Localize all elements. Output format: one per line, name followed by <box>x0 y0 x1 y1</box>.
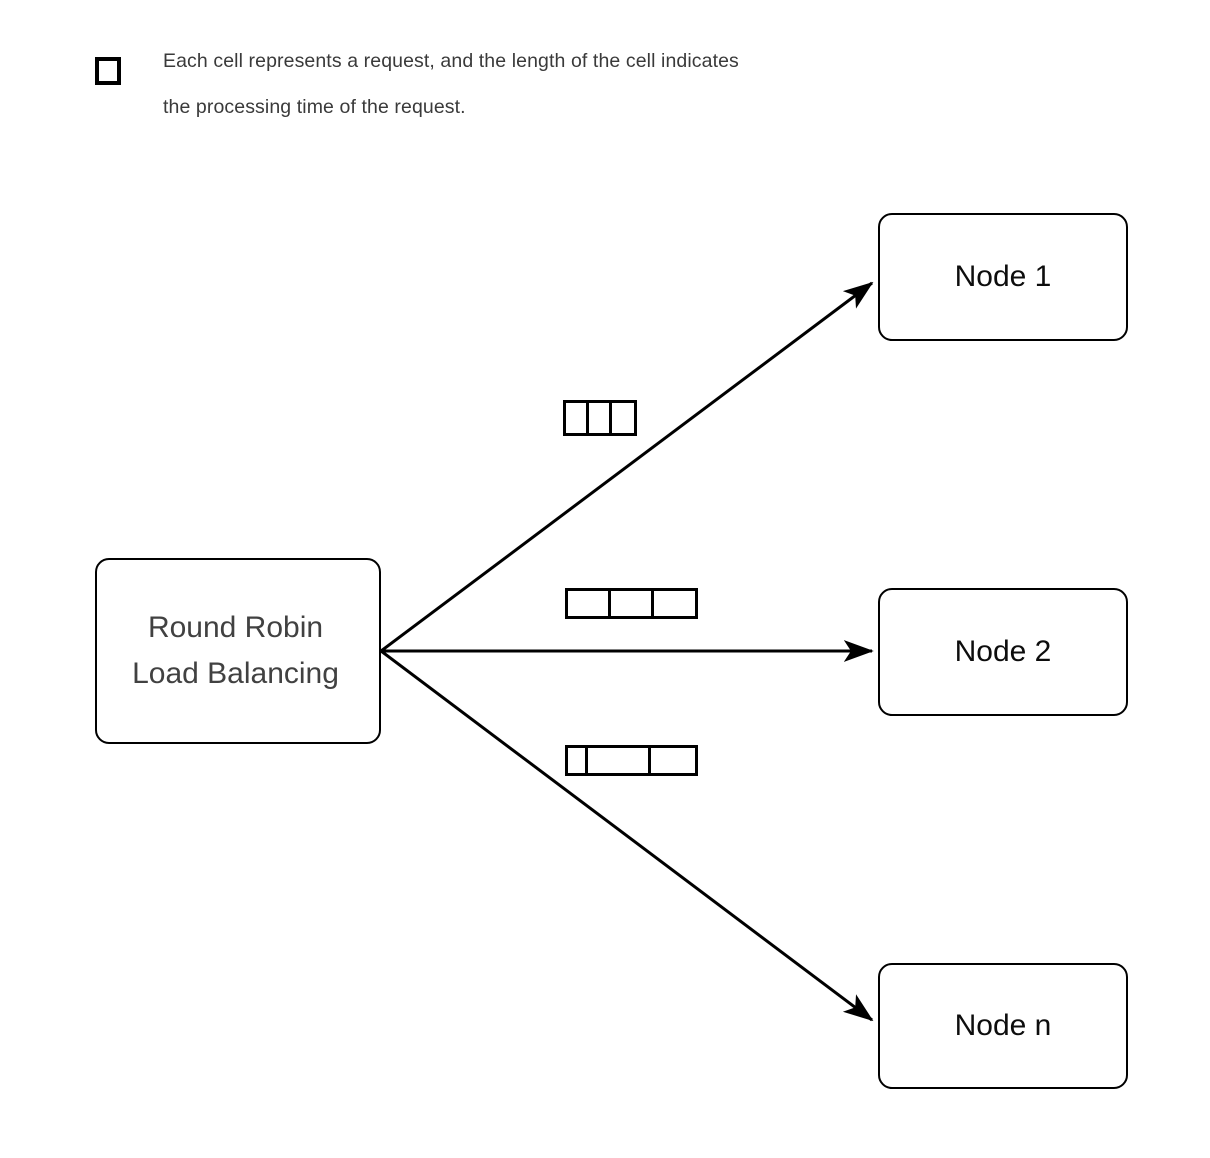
node-box-node-2[interactable]: Node 2 <box>878 588 1128 716</box>
edge-to-node-1 <box>380 281 874 653</box>
node-box-node-n[interactable]: Node n <box>878 963 1128 1089</box>
request-cell <box>588 748 651 773</box>
request-cell <box>651 748 695 773</box>
request-cell <box>568 748 588 773</box>
node-label-node-n: Node n <box>954 1008 1052 1042</box>
request-cell <box>611 591 654 616</box>
node-box-node-1[interactable]: Node 1 <box>878 213 1128 341</box>
edge-to-node-n <box>380 649 874 1022</box>
round-robin-load-balancer-label: Round Robin Load Balancing <box>132 610 339 691</box>
request-cell <box>568 591 611 616</box>
node-label-node-1: Node 1 <box>954 259 1052 293</box>
request-queue-node-n <box>565 745 698 776</box>
node-label-node-2: Node 2 <box>954 634 1052 668</box>
legend-caption: Each cell represents a request, and the … <box>163 50 739 118</box>
empty-square-icon <box>95 57 121 85</box>
request-cell <box>566 403 589 433</box>
request-cell <box>612 403 634 433</box>
round-robin-load-balancer-box[interactable]: Round Robin Load Balancing <box>95 558 381 744</box>
request-queue-node-1 <box>563 400 637 436</box>
request-cell <box>654 591 695 616</box>
request-cell <box>589 403 612 433</box>
request-queue-node-2 <box>565 588 698 619</box>
